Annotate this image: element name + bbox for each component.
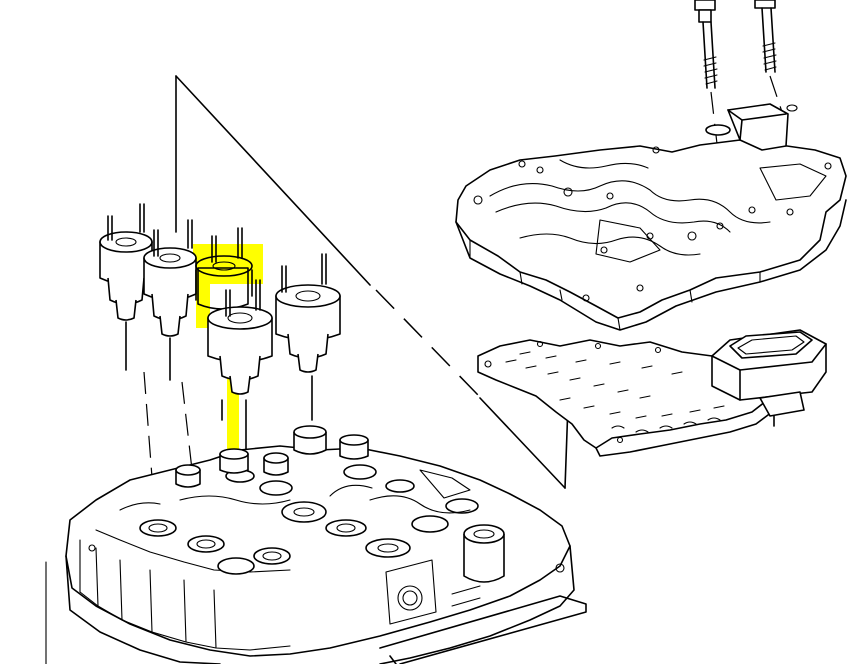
valve-body-housing <box>65 425 587 664</box>
solenoid-5 <box>275 253 341 373</box>
solenoid-2 <box>143 219 197 381</box>
upper-valve-body <box>455 103 847 331</box>
wiring-harness-connector <box>711 329 827 427</box>
solenoid-1 <box>99 203 153 371</box>
separator-plate <box>477 339 773 457</box>
solenoid-4 <box>207 279 273 395</box>
solenoid-group <box>99 203 341 561</box>
